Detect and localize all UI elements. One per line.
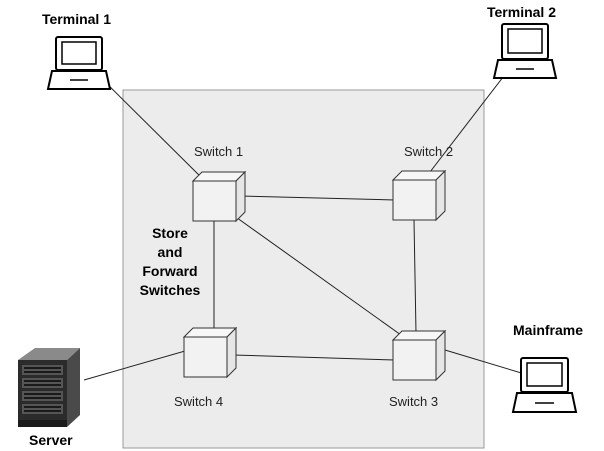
link-switch1-switch3 — [232, 214, 416, 346]
link-switch2-switch3 — [413, 219, 417, 334]
switch-1-label: Switch 1 — [194, 144, 244, 159]
link-switch3-mainframe — [434, 346, 529, 376]
terminal-2-label: Terminal 2 — [487, 4, 556, 20]
mainframe-label: Mainframe — [513, 322, 584, 338]
switch-2 — [391, 169, 447, 222]
store-forward-line-2: and — [157, 244, 183, 260]
terminal-2-laptop-icon — [492, 23, 558, 79]
server-rack-icon — [18, 348, 80, 427]
link-switch4-switch3 — [232, 354, 396, 361]
store-forward-line-4: Switches — [139, 282, 201, 298]
server-label: Server — [29, 432, 73, 448]
switch-region — [122, 89, 485, 449]
switch-3-label: Switch 3 — [389, 394, 439, 409]
store-forward-line-3: Forward — [142, 263, 198, 279]
store-forward-line-1: Store — [152, 225, 188, 241]
terminal-1-label: Terminal 1 — [42, 11, 111, 27]
link-terminal2-switch2 — [419, 67, 511, 186]
switch-4-label: Switch 4 — [174, 394, 224, 409]
switch-3 — [391, 329, 447, 382]
switch-1 — [191, 170, 247, 223]
switch-2-label: Switch 2 — [404, 144, 454, 159]
terminal-1-laptop-icon — [46, 36, 112, 90]
store-forward-label: Store and Forward Switches — [130, 224, 210, 300]
mainframe-laptop-icon — [511, 357, 578, 413]
switch-4 — [182, 326, 238, 379]
link-switch1-switch2 — [239, 195, 396, 201]
